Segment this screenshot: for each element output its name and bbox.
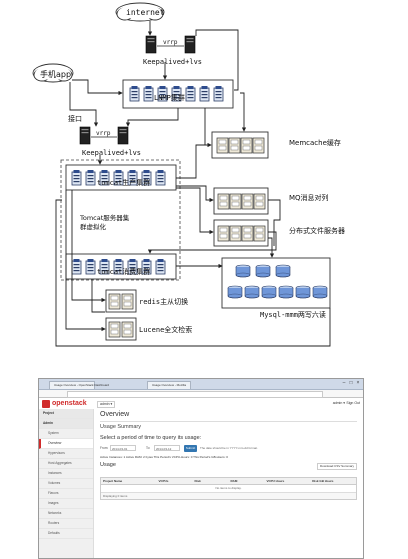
- sidebar-item-images[interactable]: Images: [39, 499, 93, 509]
- dfs-label: 分布式文件服务器: [289, 226, 345, 235]
- browser-tab-title: Usage Overview - Mozilla: [152, 383, 187, 387]
- browser-tab[interactable]: Usage Overview - Mozilla: [147, 381, 191, 389]
- sidebar-item-hypervisors[interactable]: Hypervisors: [39, 449, 93, 459]
- maximize-icon[interactable]: □: [349, 380, 353, 386]
- mq-label: MQ消息对列: [289, 193, 329, 202]
- keepalived-mid-label: Keepalived+lvs: [82, 149, 141, 157]
- sidebar-item-admin[interactable]: Admin: [39, 419, 93, 429]
- divider: [100, 421, 357, 422]
- usage-summary-text: Active Instances: 1 Active RAM: 2 bytes …: [100, 455, 228, 459]
- sidebar-item-host-aggregates[interactable]: Host Aggregates: [39, 459, 93, 469]
- usage-summary-heading: Usage Summary: [100, 424, 141, 430]
- lnmp-cluster: LNMP集群: [122, 79, 234, 109]
- api-port-label: 接口: [68, 114, 82, 123]
- redis-node: redis主从切换: [105, 289, 188, 313]
- keepalived-mid-node: vrrp Keepalived+lvs: [79, 126, 141, 157]
- column-header[interactable]: VCPU Hours: [266, 479, 285, 483]
- tomcat-virtualization-group: [60, 159, 181, 281]
- lvs-server-icon: [184, 35, 196, 54]
- url-input[interactable]: [67, 391, 323, 398]
- sidebar-item-volumes[interactable]: Volumes: [39, 479, 93, 489]
- main-content: Overview Usage Summary Select a period o…: [94, 409, 363, 558]
- browser-tab[interactable]: Usage Overview - OpenStack Dashboard: [49, 381, 109, 389]
- sidebar: Project Admin System Overview Hypervisor…: [39, 409, 94, 558]
- sidebar-item-networks[interactable]: Networks: [39, 509, 93, 519]
- usage-table: Project Name VCPUs Disk RAM VCPU Hours D…: [100, 477, 357, 500]
- mysql-label: Mysql-mmm两写六读: [260, 310, 326, 319]
- minimize-icon[interactable]: –: [342, 380, 346, 386]
- connector-lines: [55, 21, 331, 347]
- project-selector[interactable]: admin ▾: [97, 401, 116, 408]
- browser-address-bar: [39, 390, 363, 398]
- keepalived-top-label: Keepalived+lvs: [143, 58, 202, 66]
- browser-titlebar: Usage Overview - OpenStack Dashboard Usa…: [39, 379, 363, 390]
- user-menu[interactable]: admin ▾: [332, 401, 345, 405]
- table-footer: Displaying 0 items: [101, 493, 356, 499]
- empty-table-message: No items to display.: [101, 485, 356, 493]
- column-header[interactable]: Disk: [194, 479, 201, 483]
- submit-button[interactable]: Submit: [184, 445, 197, 452]
- tomcat-producer-cluster: tomcat生产集群: [65, 164, 177, 191]
- period-heading: Select a period of time to query its usa…: [100, 435, 202, 441]
- sidebar-item-system[interactable]: System: [39, 429, 93, 439]
- vrrp-top-label: vrrp: [163, 39, 178, 46]
- sidebar-item-project[interactable]: Project: [39, 409, 93, 419]
- sign-out-link[interactable]: Sign Out: [346, 401, 360, 405]
- openstack-logo-icon: [42, 400, 50, 408]
- column-header[interactable]: VCPUs: [158, 479, 169, 483]
- tomcat-virtualization-label: Tomcat服务器集 群虚拟化: [79, 213, 131, 231]
- page-title: Overview: [100, 411, 130, 418]
- column-header[interactable]: Disk GB Hours: [312, 479, 334, 483]
- lucene-label: Lucene全文检索: [139, 325, 192, 334]
- column-header[interactable]: Project Name: [103, 479, 123, 483]
- date-range-form: From: 2014-03-01 To: 2014-03-12 Submit T…: [100, 445, 357, 453]
- lucene-node: Lucene全文检索: [105, 317, 192, 341]
- mobile-app-label: 手机app: [40, 69, 71, 79]
- dfs-cluster: 分布式文件服务器: [213, 219, 345, 247]
- vrrp-mid-label: vrrp: [96, 130, 111, 137]
- redis-label: redis主从切换: [139, 297, 188, 306]
- internet-cloud: internet: [115, 2, 165, 22]
- openstack-dashboard-screenshot: Usage Overview - OpenStack Dashboard Usa…: [38, 378, 364, 559]
- download-csv-button[interactable]: Download CSV Summary: [316, 463, 357, 470]
- mysql-cluster: Mysql-mmm两写六读: [221, 257, 331, 319]
- browser-tab-title: Usage Overview - OpenStack Dashboard: [54, 383, 110, 387]
- architecture-diagram: internet 手机app vrrp Keepalived+lvs LNMP集…: [32, 2, 345, 347]
- table-header: Project Name VCPUs Disk RAM VCPU Hours D…: [101, 478, 356, 485]
- mq-cluster: MQ消息对列: [213, 187, 329, 215]
- sidebar-item-routers[interactable]: Routers: [39, 519, 93, 529]
- sidebar-item-flavors[interactable]: Flavors: [39, 489, 93, 499]
- date-format-note: The date should be in YYYY-mm-dd format.: [200, 446, 258, 450]
- memcache-label: Memcache缓存: [289, 138, 341, 147]
- sidebar-item-defaults[interactable]: Defaults: [39, 529, 93, 539]
- tomcat-consumer-cluster: tomcat消费集群: [65, 253, 177, 280]
- column-header[interactable]: RAM: [230, 479, 238, 483]
- from-label: From:: [100, 446, 109, 450]
- mobile-app-cloud: 手机app: [32, 63, 74, 83]
- sidebar-item-instances[interactable]: Instances: [39, 469, 93, 479]
- to-label: To:: [146, 446, 151, 450]
- tomcat-producer-label: tomcat生产集群: [97, 178, 150, 187]
- brand-name: openstack: [52, 400, 87, 407]
- tomcat-consumer-label: tomcat消费集群: [97, 267, 150, 276]
- usage-heading: Usage: [100, 462, 116, 468]
- sidebar-item-overview[interactable]: Overview: [39, 439, 93, 449]
- memcache-cluster: Memcache缓存: [211, 131, 341, 159]
- keepalived-top-node: vrrp Keepalived+lvs: [143, 35, 202, 66]
- lnmp-label: LNMP集群: [154, 93, 185, 102]
- close-icon[interactable]: ×: [356, 380, 360, 386]
- lvs-server-icon: [145, 35, 157, 54]
- internet-label: internet: [126, 8, 165, 17]
- from-date-input[interactable]: 2014-03-01: [110, 445, 136, 451]
- to-date-input[interactable]: 2014-03-12: [154, 445, 180, 451]
